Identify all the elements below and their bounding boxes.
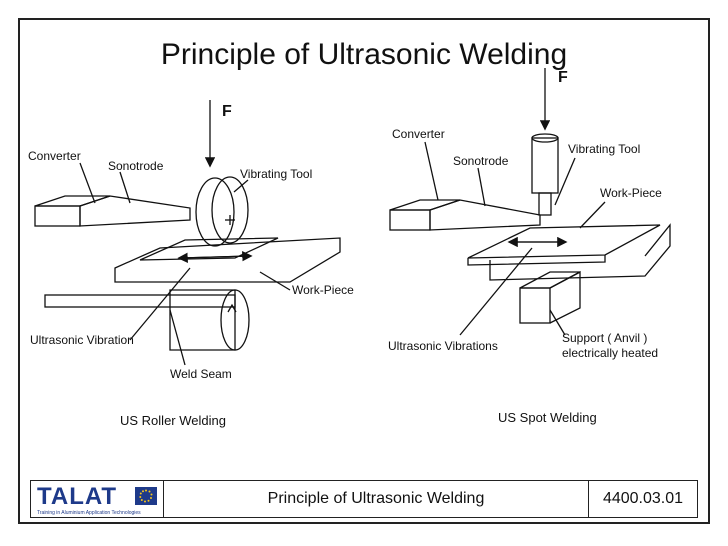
workpiece-left <box>114 237 341 283</box>
vibrating-tool-tip <box>538 192 552 216</box>
vibrating-tool-label-right: Vibrating Tool <box>568 142 640 156</box>
support-label-line1: Support ( Anvil ) <box>562 331 647 345</box>
converter-body-right <box>389 199 461 211</box>
ultrasonic-vibrations-label: Ultrasonic Vibrations <box>388 339 498 353</box>
footer-code: 4400.03.01 <box>602 490 684 507</box>
converter-label-left: Converter <box>28 149 81 163</box>
lower-roller-face-left <box>220 289 250 351</box>
weld-seam-label: Weld Seam <box>170 367 232 381</box>
converter-label-right: Converter <box>392 127 445 141</box>
anvil-front <box>519 287 551 324</box>
slide-title: Principle of Ultrasonic Welding <box>160 38 568 71</box>
welding-diagrams: F Converter Sonotrode Vibrating Tool Wor… <box>28 68 671 428</box>
roller-welding-caption: US Roller Welding <box>120 413 226 428</box>
converter-front-right <box>389 209 431 231</box>
slide-frame: Principle of Ultrasonic Welding <box>18 18 710 524</box>
force-label-right: F <box>558 69 568 86</box>
vibrating-tool-shaft <box>531 137 559 194</box>
base-block-right <box>489 223 671 281</box>
sonotrode-label-left: Sonotrode <box>108 159 164 173</box>
workpiece-top-left <box>139 237 279 261</box>
spot-welding-caption: US Spot Welding <box>498 410 597 425</box>
sonotrode-label-right: Sonotrode <box>453 154 509 168</box>
talat-logo-subtitle: Training in Aluminium Application Techno… <box>37 510 141 516</box>
footer-bar: TALAT Training in Aluminium Application … <box>30 480 698 518</box>
spot-welding-diagram <box>389 68 671 336</box>
anvil-top <box>519 271 581 289</box>
sonotrode-right <box>429 199 541 231</box>
roller-disk-face-left <box>211 176 249 244</box>
sonotrode-left <box>79 195 191 227</box>
converter-front-left <box>34 205 81 227</box>
footer-title: Principle of Ultrasonic Welding <box>164 481 589 517</box>
force-label-left: F <box>222 103 232 120</box>
eu-flag-icon <box>135 487 157 505</box>
work-piece-label-left: Work-Piece <box>292 283 354 297</box>
roller-welding-diagram <box>34 100 341 366</box>
ultrasonic-vibration-label: Ultrasonic Vibration <box>30 333 134 347</box>
talat-logo-text: TALAT <box>37 483 118 510</box>
talat-logo: TALAT Training in Aluminium Application … <box>31 481 164 517</box>
work-piece-label-right: Work-Piece <box>600 186 662 200</box>
lower-shaft-left <box>44 294 236 308</box>
converter-body-left <box>34 195 111 207</box>
vibrating-tool-label-left: Vibrating Tool <box>240 167 312 181</box>
support-label-line2: electrically heated <box>562 346 658 360</box>
roller-disk-left <box>195 177 235 247</box>
